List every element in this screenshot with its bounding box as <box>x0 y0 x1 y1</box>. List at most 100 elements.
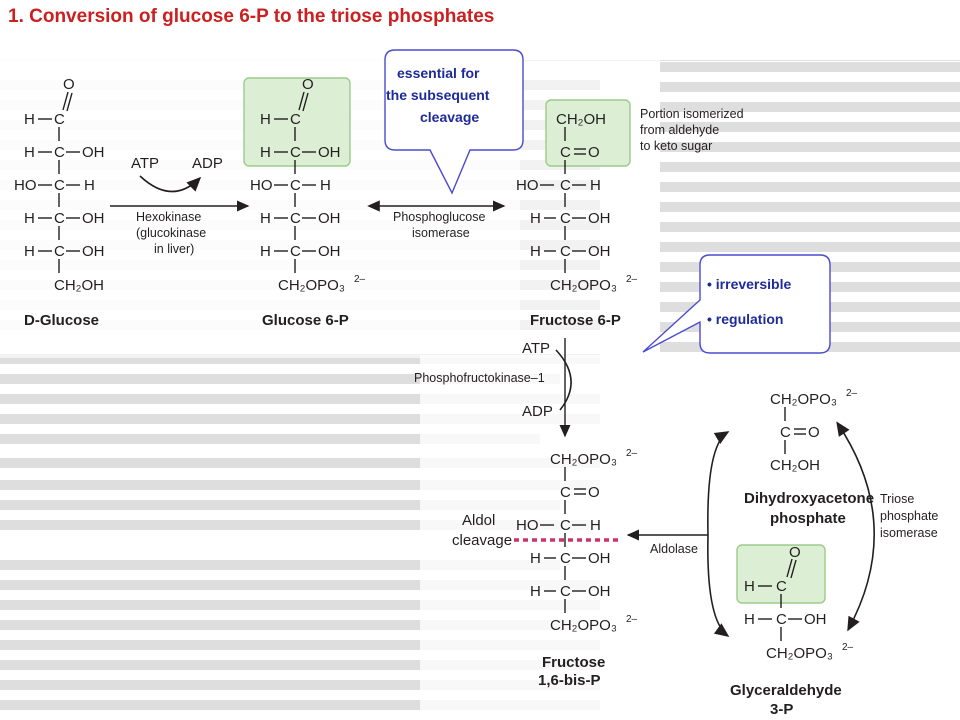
atom-oh: OH <box>82 144 105 161</box>
atom-h: H <box>260 243 271 260</box>
atom-c: C <box>560 517 571 534</box>
slide-title: 1. Conversion of glucose 6-P to the trio… <box>8 6 495 27</box>
atom-h: H <box>84 177 95 194</box>
isomerase-label: isomerase <box>412 226 470 240</box>
atom-h: H <box>530 550 541 567</box>
atom-oh: OH <box>82 243 105 260</box>
atom-oh: OH <box>318 144 341 161</box>
atom-h: H <box>590 517 601 534</box>
adp-label: ADP <box>522 403 553 420</box>
callout-regulation: • regulation <box>707 311 784 327</box>
atom-h: H <box>530 583 541 600</box>
atom-c: C <box>560 210 571 227</box>
atom-ch2oh: CH₂OH <box>770 457 820 474</box>
label-g3p-line2: 3-P <box>770 701 793 718</box>
atom-c: C <box>780 424 791 441</box>
glucose-6p-structure: O H C H C OH HO C H H C OH H C OH CH₂OPO… <box>243 76 366 329</box>
atom-h: H <box>530 243 541 260</box>
atom-ch2oh: CH₂OH <box>556 111 606 128</box>
atom-ch2opo3: CH₂OPO₃ <box>278 277 345 294</box>
tpi-step: Triose phosphate isomerase <box>836 421 938 632</box>
atom-oh: OH <box>588 243 611 260</box>
atom-c: C <box>290 177 301 194</box>
atom-c: C <box>290 243 301 260</box>
atom-c: C <box>776 611 787 628</box>
label-g3p-line1: Glyceraldehyde <box>730 682 842 699</box>
g3p-structure: O H C H C OH CH₂OPO₃ 2– Glyceraldehyde 3… <box>730 544 854 718</box>
atom-o: O <box>63 76 75 93</box>
pfk1-label: Phosphofructokinase–1 <box>414 371 545 385</box>
label-fructose-6p: Fructose 6-P <box>530 312 621 329</box>
atom-h: H <box>24 210 35 227</box>
atom-h: H <box>24 144 35 161</box>
atom-ch2opo3: CH₂OPO₃ <box>550 277 617 294</box>
atom-oh: OH <box>318 210 341 227</box>
label-fructose-bisp-line1: Fructose <box>542 654 605 671</box>
callout-essential-line3: cleavage <box>420 109 480 125</box>
atom-o: O <box>588 484 600 501</box>
phosphate-label: phosphate <box>880 509 938 523</box>
atom-oh: OH <box>588 583 611 600</box>
glucokinase-label: (glucokinase <box>136 226 206 240</box>
atp-label: ATP <box>522 340 550 357</box>
aldolase-step: Aldolase <box>626 431 730 637</box>
atom-o: O <box>789 544 801 561</box>
atom-oh: OH <box>588 210 611 227</box>
atom-c: C <box>290 210 301 227</box>
isomerase-label: isomerase <box>880 526 938 540</box>
label-glucose-6p: Glucose 6-P <box>262 312 349 329</box>
atom-ch2oh: CH₂OH <box>54 277 104 294</box>
dhap-structure: CH₂OPO₃ 2– C O CH₂OH Dihydroxyacetone ph… <box>744 388 874 527</box>
charge-label: 2– <box>626 448 638 459</box>
cleavage-label: cleavage <box>452 532 512 549</box>
atom-c: C <box>776 578 787 595</box>
aldehyde-highlight <box>243 77 351 167</box>
keto-highlight <box>545 99 631 167</box>
atom-c: C <box>54 210 65 227</box>
atom-c: C <box>54 243 65 260</box>
charge-label: 2– <box>626 274 638 285</box>
adp-label: ADP <box>192 155 223 172</box>
phosphoglucose-label: Phosphoglucose <box>393 210 485 224</box>
charge-label: 2– <box>846 388 858 399</box>
label-fructose-bisp-line2: 1,6-bis-P <box>538 672 601 689</box>
label-dhap-line2: phosphate <box>770 510 846 527</box>
atom-h: H <box>530 210 541 227</box>
atom-ch2opo3: CH₂OPO₃ <box>550 617 617 634</box>
atom-ch2opo3: CH₂OPO₃ <box>550 451 617 468</box>
atom-oh: OH <box>804 611 827 628</box>
atom-h: H <box>260 144 271 161</box>
atom-h: H <box>744 578 755 595</box>
atom-c: C <box>290 111 301 128</box>
atom-c: C <box>54 177 65 194</box>
callout-essential-line2: the subsequent <box>386 87 490 103</box>
isomerized-note-line1: Portion isomerized <box>640 107 744 121</box>
atom-c: C <box>290 144 301 161</box>
atom-c: C <box>560 550 571 567</box>
atom-oh: OH <box>82 210 105 227</box>
atom-c: C <box>560 243 571 260</box>
atom-h: H <box>260 111 271 128</box>
charge-label: 2– <box>842 642 854 653</box>
atom-h: H <box>24 243 35 260</box>
atom-ch2opo3: CH₂OPO₃ <box>766 645 833 662</box>
atom-c: C <box>560 177 571 194</box>
atom-o: O <box>302 76 314 93</box>
isomerized-note-line2: from aldehyde <box>640 123 719 137</box>
fructose-6p-structure: CH₂OH C O HO C H H C OH H C OH CH₂OPO₃ 2… <box>516 99 744 329</box>
atom-ho: HO <box>250 177 273 194</box>
charge-label: 2– <box>354 274 366 285</box>
atom-c: C <box>560 144 571 161</box>
atom-o: O <box>588 144 600 161</box>
atom-ho: HO <box>516 177 539 194</box>
atom-ho: HO <box>14 177 37 194</box>
atom-h: H <box>320 177 331 194</box>
callout-essential-line1: essential for <box>397 65 480 81</box>
charge-label: 2– <box>626 614 638 625</box>
atom-h: H <box>24 111 35 128</box>
in-liver-label: in liver) <box>154 242 194 256</box>
atom-h: H <box>260 210 271 227</box>
atom-h: H <box>590 177 601 194</box>
atom-ch2opo3: CH₂OPO₃ <box>770 391 837 408</box>
